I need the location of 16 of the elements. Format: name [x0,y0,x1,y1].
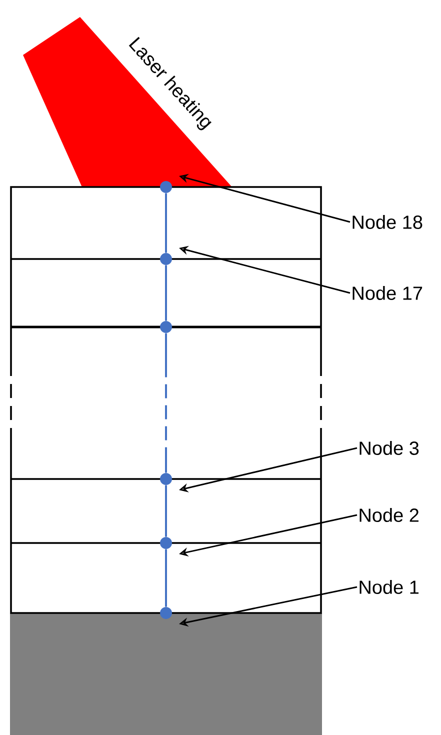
connector-line [165,549,167,607]
node-dot [160,321,172,333]
node-dot [160,537,172,549]
connector-line [165,265,167,321]
node-dot [160,181,172,193]
node-dot [160,607,172,619]
node-label: Node 17 [352,286,422,300]
node-label: Node 2 [360,508,418,522]
node-label: Node 1 [360,580,418,594]
node-label: Node 3 [360,441,419,455]
connector-line [165,485,167,537]
connector-line [165,333,167,473]
node-dot [160,253,172,265]
node-dot [160,473,172,485]
connector-line [165,193,167,253]
node-label: Node 18 [352,215,422,229]
